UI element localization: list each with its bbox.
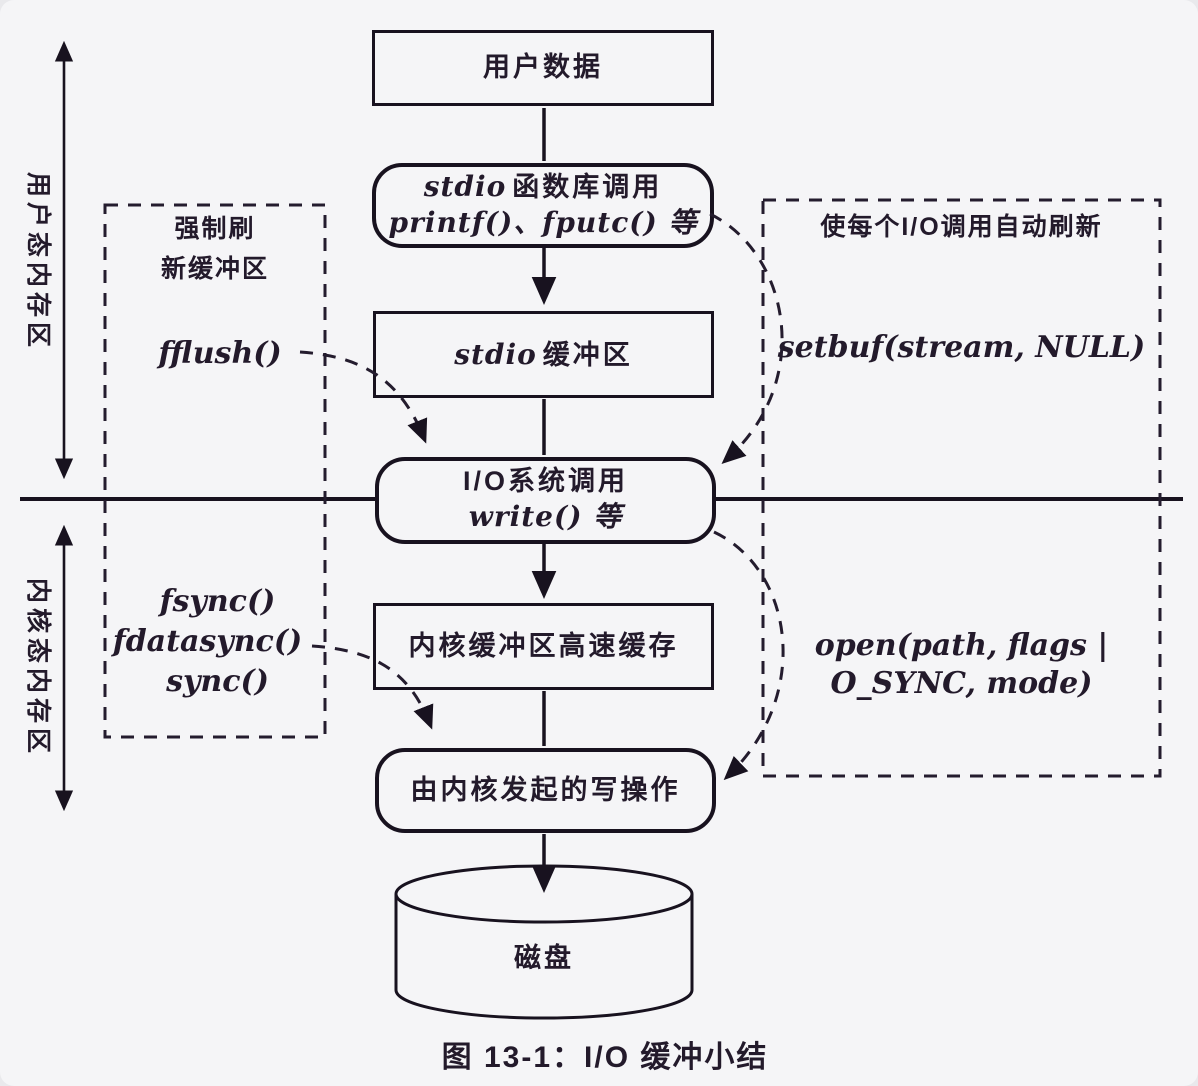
kernel-write-label: 由内核发起的写操作: [410, 774, 681, 805]
stdio-buffer-latin: stdio: [454, 337, 537, 371]
setbuf-label: setbuf(stream, NULL): [777, 330, 1146, 365]
kernel-write-box: 由内核发起的写操作: [375, 748, 716, 833]
open-label-line1: open(path, flags |: [814, 628, 1109, 663]
sync-label: sync(): [166, 664, 269, 699]
io-syscall-line1: I/O系统调用: [462, 466, 628, 497]
user-data-label: 用户数据: [483, 52, 603, 83]
stdio-call-latin: stdio: [423, 170, 507, 204]
fdatasync-label: fdatasync(): [112, 624, 303, 659]
force-flush-title-line2: 新缓冲区: [160, 255, 269, 283]
open-label-line2: O_SYNC, mode): [830, 666, 1093, 701]
stdio-buffer-cjk: 缓冲区: [542, 339, 633, 370]
kernel-space-region-label: 内核态内存区: [24, 577, 52, 759]
kernel-buffer-box: 内核缓冲区高速缓存: [373, 603, 714, 690]
stdio-call-line2: printf()、fputc() 等: [388, 206, 698, 240]
auto-flush-title: 使每个I/O调用自动刷新: [820, 213, 1103, 241]
io-syscall-box: I/O系统调用 write() 等: [375, 457, 716, 544]
user-data-box: 用户数据: [372, 30, 714, 106]
io-syscall-line2: write() 等: [468, 500, 623, 534]
fflush-label: fflush(): [158, 336, 282, 371]
figure-caption: 图 13-1：I/O 缓冲小结: [441, 1041, 769, 1074]
user-space-region-label: 用户态内存区: [24, 171, 52, 353]
force-flush-title-line1: 强制刷: [174, 215, 256, 243]
stdio-call-cjk: 函数库调用: [512, 172, 663, 203]
fsync-label: fsync(): [159, 584, 276, 619]
kernel-buffer-label: 内核缓冲区高速缓存: [408, 630, 679, 661]
disk-label: 磁盘: [514, 943, 574, 973]
